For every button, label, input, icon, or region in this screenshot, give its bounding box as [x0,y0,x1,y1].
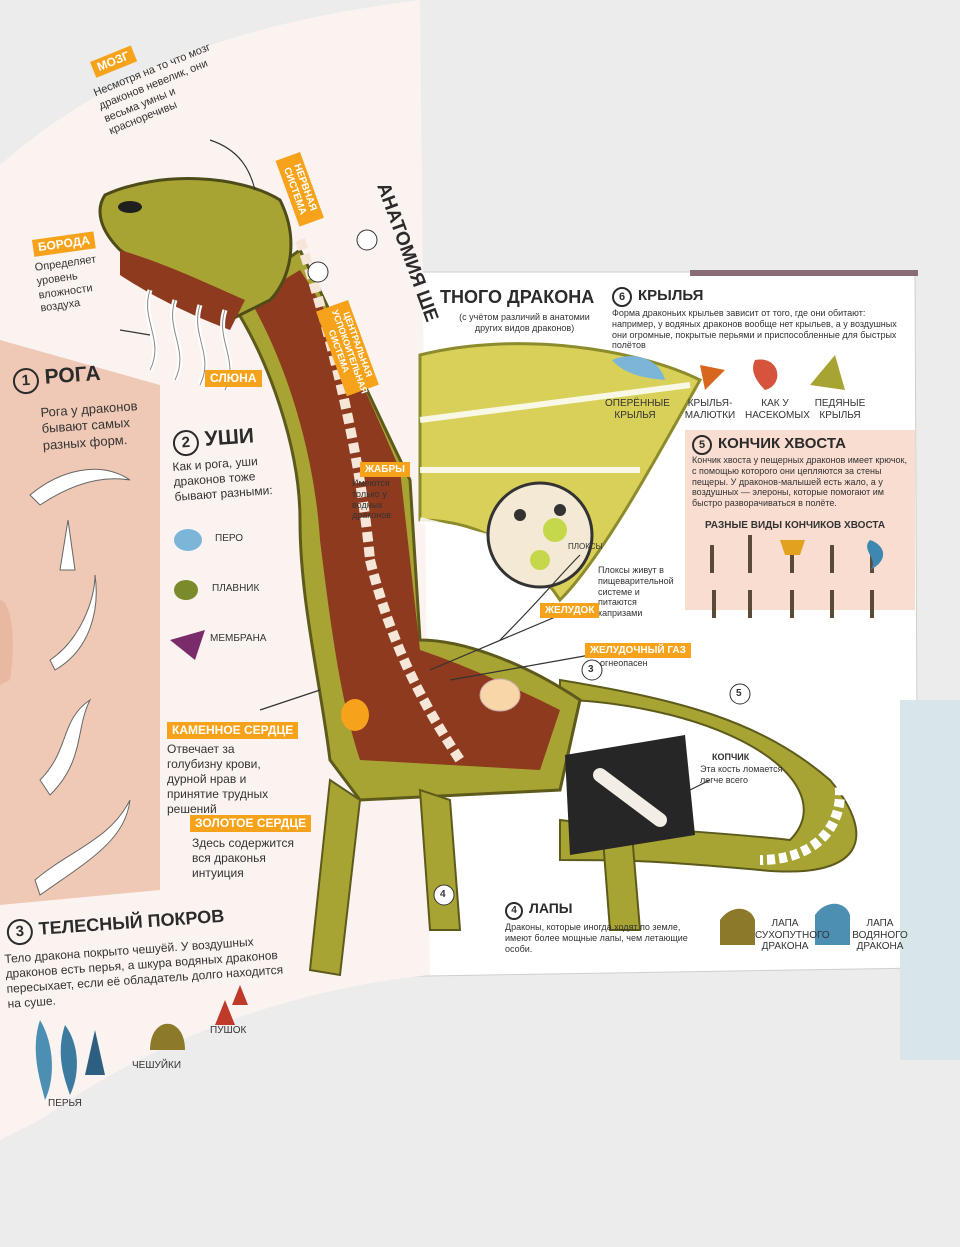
beard-text: Определяет уровень вложности воздуха [34,253,97,315]
legs-title: ЛАПЫ [529,900,573,916]
legs-heading: 4 ЛАПЫ [505,900,573,920]
wings-number: 6 [612,287,632,307]
gills-text: Имеются только у водных драконов [352,478,392,521]
stomach-gas-text: огнеопасен [600,658,648,668]
tail-tip-heading: 5 КОНЧИК ХВОСТА [692,435,846,455]
marker-3: 3 [588,664,594,675]
gold-heart-tag: ЗОЛОТОЕ СЕРДЦЕ [190,815,312,833]
horns-number: 1 [12,367,40,395]
ear-label-fin: ПЛАВНИК [212,583,260,594]
marker-4: 4 [440,889,446,900]
skin-number: 3 [6,918,34,946]
stomach-tag: ЖЕЛУДОК [540,603,600,618]
ear-label-membrane: МЕМБРАНА [210,633,267,644]
ear-label-feather: ПЕРО [215,533,244,544]
wing-label-insect: КАК У НАСЕКОМЫХ [745,398,810,421]
coccyx-text: Эта кость ломается легче всего [700,764,783,785]
wing-label-tiny: КРЫЛЬЯ-МАЛЮТКИ [684,398,736,421]
tail-tip-number: 5 [692,435,712,455]
skin-label-scales: ЧЕШУЙКИ [132,1060,182,1071]
gills-tag: ЖАБРЫ [360,462,410,477]
marker-5: 5 [736,688,742,699]
stone-heart-text: Отвечает за голубизну крови, дурной нрав… [167,742,269,816]
wing-label-feathered: ОПЕРЁННЫЕ КРЫЛЬЯ [605,398,670,421]
right-page-subtitle: (с учётом различий в анатомии других вид… [459,312,590,333]
tail-tip-text: Кончик хвоста у пещерных драконов имеет … [692,455,907,509]
leg-label-water: ЛАПА ВОДЯНОГО ДРАКОНА [852,918,908,952]
stone-heart-tag: КАМЕННОЕ СЕРДЦЕ [167,722,299,740]
leg-label-land: ЛАПА СУХОПУТНОГО ДРАКОНА [755,918,830,952]
stomach-gas-tag: ЖЕЛУДОЧНЫЙ ГАЗ [585,643,691,658]
tail-tip-subheading: РАЗНЫЕ ВИДЫ КОНЧИКОВ ХВОСТА [705,520,886,531]
wings-title: КРЫЛЬЯ [638,287,704,304]
coccyx-title: КОПЧИК [712,752,750,762]
skin-label-down: ПУШОК [210,1025,247,1036]
tail-tip-title: КОНЧИК ХВОСТА [718,435,846,452]
horns-title: РОГА [43,361,102,389]
legs-number: 4 [505,902,523,920]
skin-label-feathers: ПЕРЬЯ [48,1098,82,1109]
saliva-tag: СЛЮНА [205,370,262,388]
ears-title: УШИ [203,424,255,451]
wings-heading: 6 КРЫЛЬЯ [612,287,703,307]
wing-label-icy: ПЕДЯНЫЕ КРЫЛЬЯ [814,398,866,421]
ears-number: 2 [172,429,200,457]
plox-text: Плоксы живут в пищеварительной системе и… [598,565,674,619]
ears-text: Как и рога, уши драконов тоже бывают раз… [172,454,274,504]
legs-text: Драконы, которые иногда ходят по земле, … [505,922,688,954]
gold-heart-text: Здесь содержится вся драконья интуиция [192,836,294,880]
plox-label: ПЛОКСЫ [568,542,603,551]
wings-text: Форма драконьих крыльев зависит от того,… [612,308,897,351]
horns-text: Рога у драконов бывают самых разных форм… [40,398,138,453]
right-page-title: ТНОГО ДРАКОНА [440,287,595,307]
